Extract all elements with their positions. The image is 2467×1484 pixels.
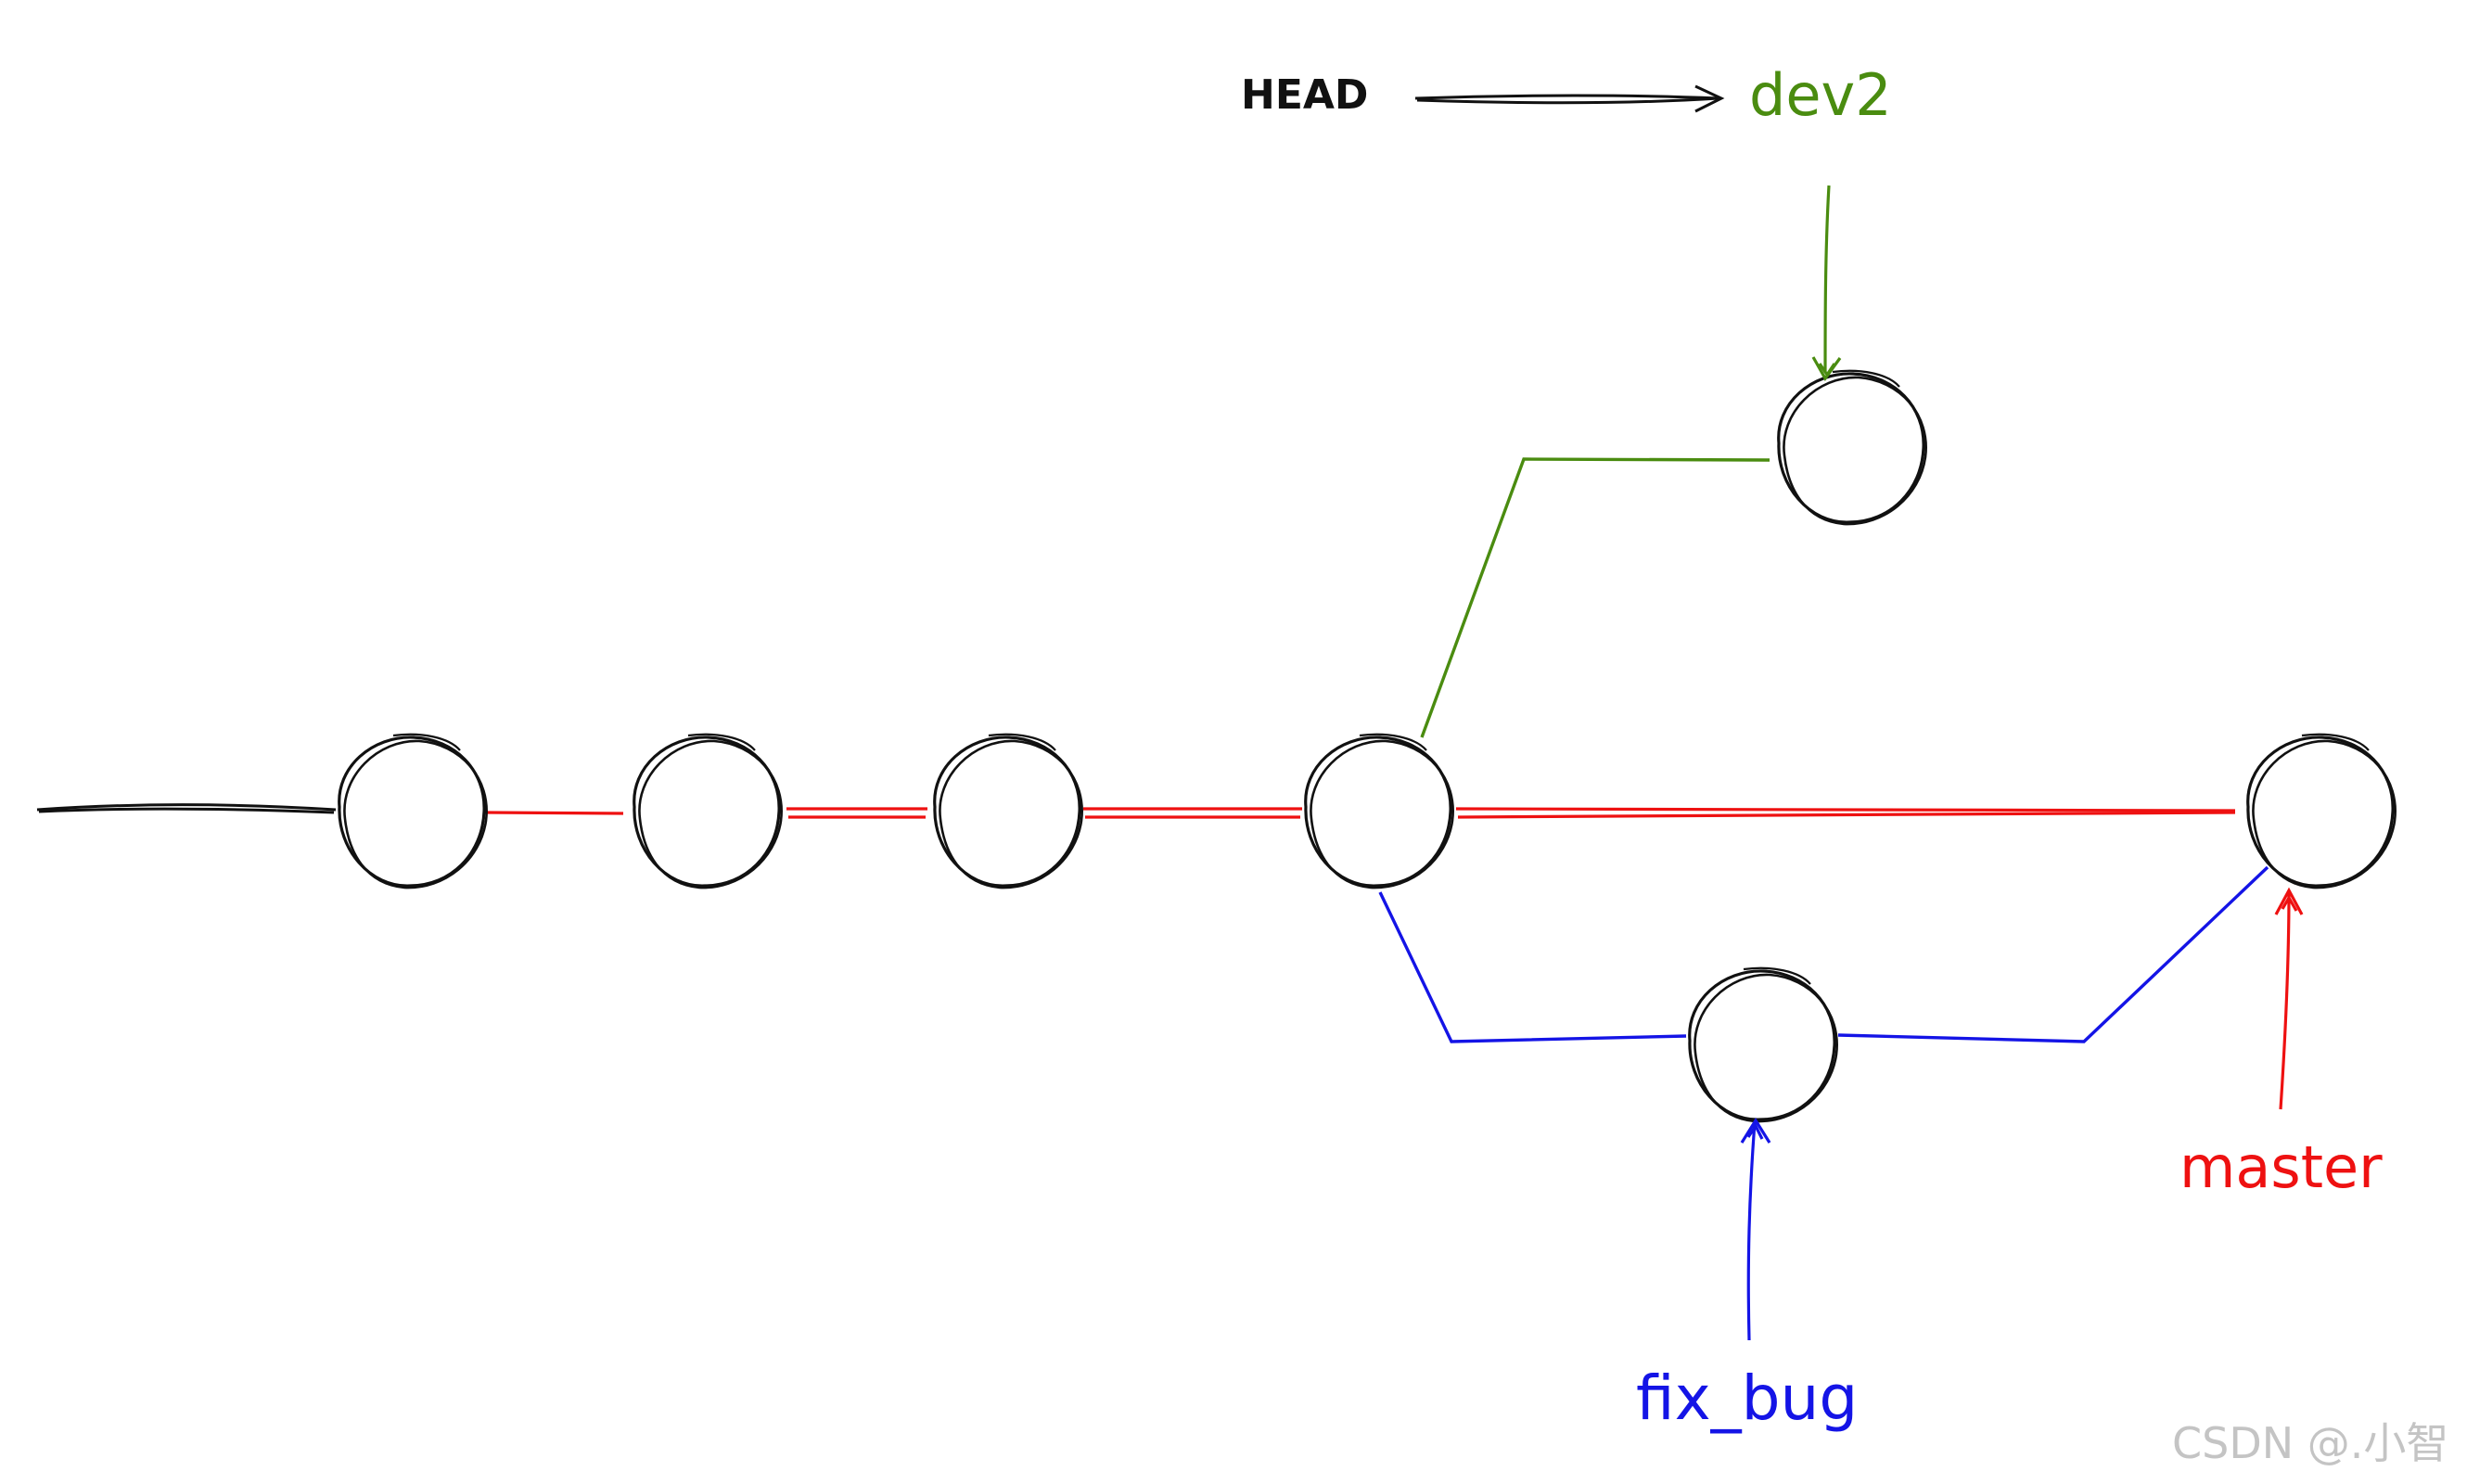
commit-node-2 — [633, 733, 784, 889]
commit-node-master — [2246, 733, 2397, 889]
commit-node-4 — [1304, 733, 1455, 889]
fix-bug-pointer-arrow — [1740, 1117, 1771, 1341]
dev2-branch-label: dev2 — [1749, 61, 1892, 129]
head-label: HEAD — [1241, 71, 1368, 119]
commit-node-1 — [338, 733, 489, 889]
fix-bug-branch-line — [1378, 865, 2269, 1043]
commit-node-dev2 — [1777, 369, 1928, 526]
master-branch-label: master — [2179, 1133, 2383, 1201]
watermark: CSDN @.小智 — [2172, 1418, 2448, 1468]
head-arrow — [1414, 84, 1725, 113]
commit-node-fix-bug — [1688, 966, 1839, 1123]
commit-node-3 — [933, 733, 1084, 889]
master-pointer-arrow — [2274, 887, 2304, 1110]
dev2-branch-line — [1420, 457, 1770, 738]
fix-bug-branch-label: fix_bug — [1636, 1362, 1858, 1434]
history-tail-line — [36, 803, 337, 814]
dev2-pointer-arrow — [1811, 185, 1842, 381]
master-branch-line — [486, 807, 2236, 819]
